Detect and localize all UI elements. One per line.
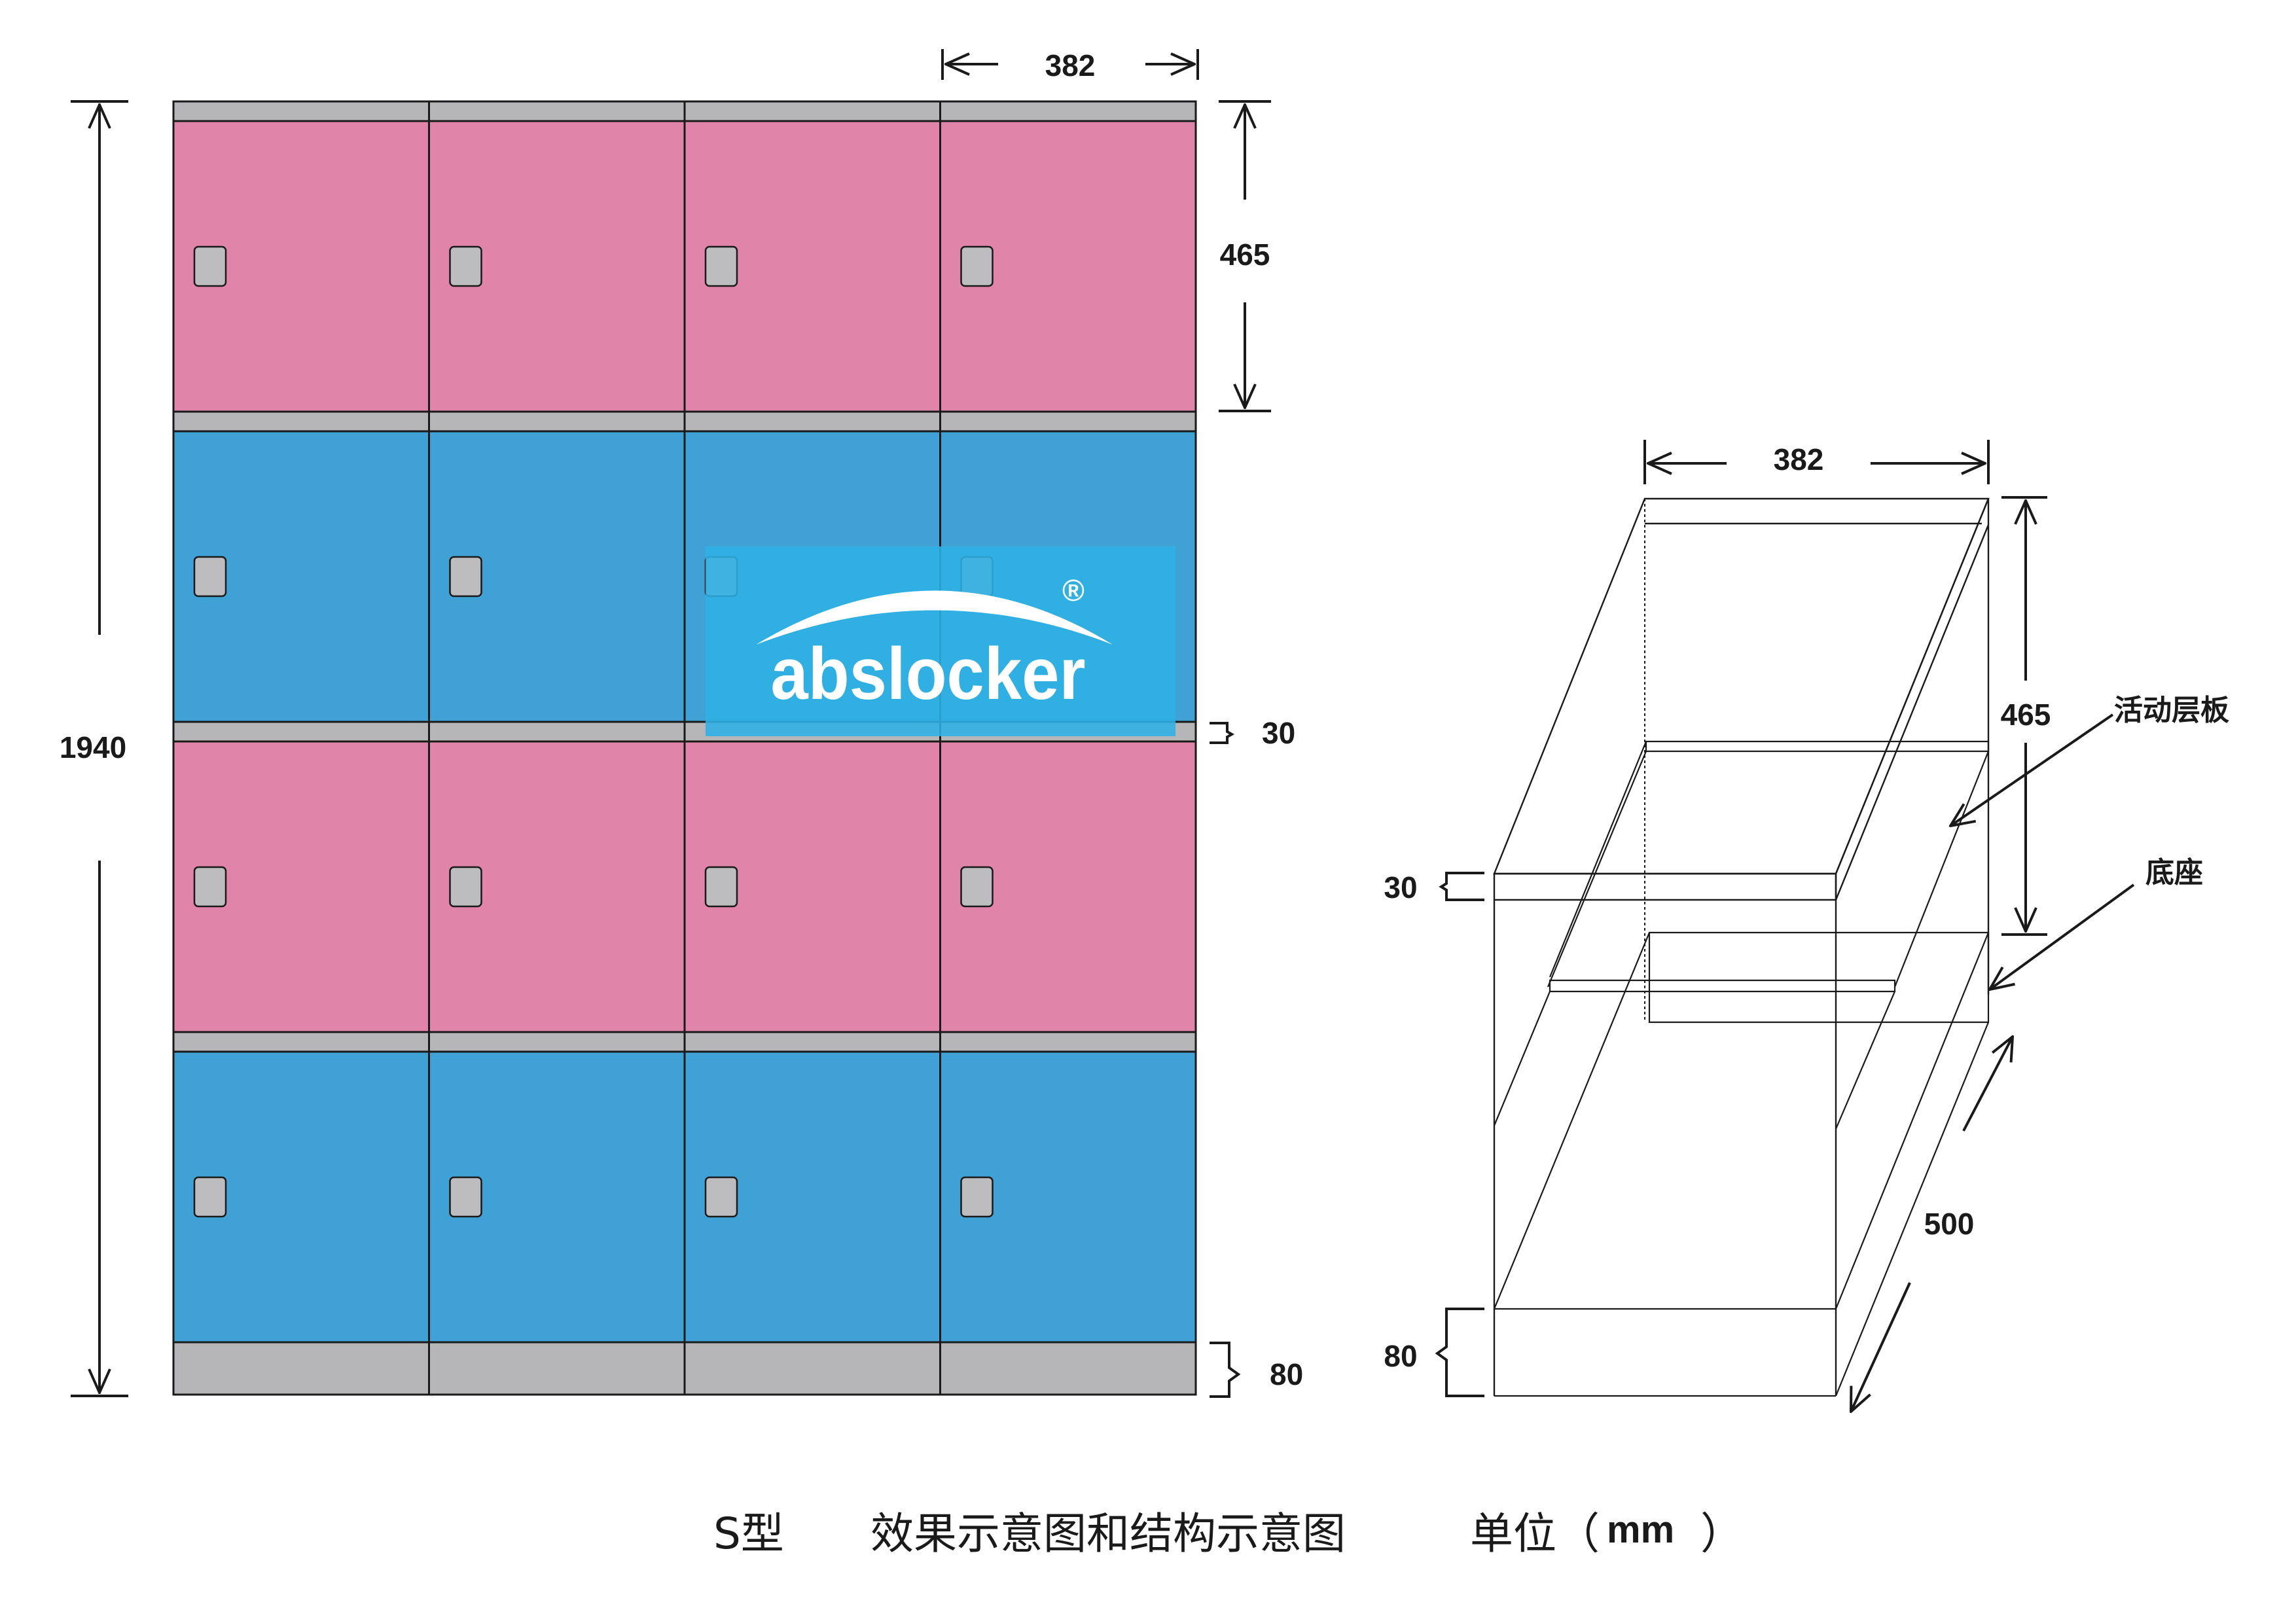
callout-shelf: 活动层板 xyxy=(2114,694,2229,726)
shelf-strip xyxy=(172,1031,430,1053)
shelf-strip xyxy=(172,410,430,433)
base-plinth xyxy=(683,1341,941,1396)
caption-unit-close: ） xyxy=(1700,1508,1744,1559)
callout-base: 底座 xyxy=(2145,857,2203,889)
caption-title: 效果示意图和结构示意图 xyxy=(870,1508,1346,1559)
caption-model: S型 xyxy=(713,1508,784,1559)
dim-width-top: 382 xyxy=(1045,48,1096,82)
lock-icon xyxy=(449,245,482,287)
shelf-strip xyxy=(939,100,1197,122)
shelf-strip xyxy=(428,410,686,433)
dim-door-height: 465 xyxy=(1220,238,1270,272)
shelf-strip xyxy=(683,100,941,122)
shelf-strip xyxy=(172,721,430,743)
lock-icon xyxy=(704,866,738,908)
lock-icon xyxy=(449,866,482,908)
base-plinth xyxy=(428,1341,686,1396)
struct-dim-depth: 500 xyxy=(1924,1207,1975,1241)
shelf-strip xyxy=(683,1031,941,1053)
structure-dimension-labels: 382 465 30 80 500 活动层板 底座 xyxy=(1384,442,2229,1373)
base-plinth xyxy=(172,1341,430,1396)
shelf-strip xyxy=(683,410,941,433)
lock-icon xyxy=(960,245,994,287)
shelf-strip xyxy=(172,100,430,122)
lock-icon xyxy=(704,1176,738,1218)
caption-unit-label: 单位（ xyxy=(1470,1508,1600,1559)
base-plinth xyxy=(939,1341,1197,1396)
lock-icon xyxy=(960,866,994,908)
lock-icon xyxy=(449,556,482,597)
lock-icon xyxy=(449,1176,482,1218)
front-dimensions xyxy=(71,49,1271,1398)
shelf-strip xyxy=(939,1031,1197,1053)
dim-shelf-thickness: 30 xyxy=(1262,716,1295,750)
lock-icon xyxy=(193,556,227,597)
structure-dimensions xyxy=(1435,440,2135,1412)
registered-mark: ® xyxy=(1062,573,1085,607)
struct-dim-width: 382 xyxy=(1774,442,1824,476)
lock-icon xyxy=(193,245,227,287)
shelf-strip xyxy=(428,100,686,122)
lock-icon xyxy=(704,245,738,287)
struct-dim-shelf-thickness: 30 xyxy=(1384,870,1417,904)
dim-total-height: 1940 xyxy=(60,730,126,764)
shelf-strip xyxy=(939,410,1197,433)
locker-front-view xyxy=(172,100,1197,1396)
lock-icon xyxy=(193,866,227,908)
brand-watermark: abslocker ® xyxy=(706,546,1175,736)
caption-unit: mm xyxy=(1607,1508,1674,1551)
struct-dim-base-height: 80 xyxy=(1384,1339,1417,1373)
lock-icon xyxy=(960,1176,994,1218)
locker-door xyxy=(939,1050,1197,1344)
watermark-logo-text: abslocker xyxy=(770,633,1085,715)
locker-structure-view xyxy=(1493,497,1990,1397)
front-dimension-labels: 1940 382 465 30 80 xyxy=(60,48,1303,1391)
shelf-strip xyxy=(428,1031,686,1053)
dim-base-height: 80 xyxy=(1270,1357,1303,1391)
shelf-strip xyxy=(428,721,686,743)
struct-dim-height: 465 xyxy=(2001,698,2051,732)
lock-icon xyxy=(193,1176,227,1218)
figure-caption: S型 效果示意图和结构示意图 单位（ mm ） xyxy=(713,1508,1744,1559)
